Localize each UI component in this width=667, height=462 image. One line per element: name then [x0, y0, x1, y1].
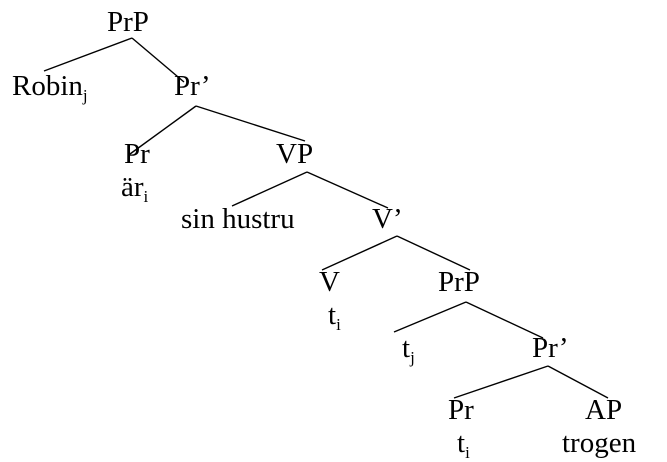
node-ar: äri — [121, 171, 149, 206]
node-ap: AP — [585, 394, 623, 426]
node-trace-v: ti — [328, 299, 341, 334]
node-pr-bar-2: Pr’ — [532, 332, 569, 364]
node-pr-bar-1: Pr’ — [174, 70, 211, 102]
node-trace-subject: tj — [402, 332, 415, 367]
edge-n11-n13 — [465, 301, 544, 339]
edge-n13-n14 — [453, 365, 549, 399]
node-vp: VP — [276, 138, 314, 170]
edge-n11-n12 — [393, 301, 467, 333]
edge-n3-n6 — [195, 105, 306, 142]
edge-n1-n3 — [131, 37, 185, 83]
node-pr-1: Pr — [124, 138, 150, 170]
node-v-bar: V’ — [372, 203, 403, 235]
edge-n13-n16 — [547, 365, 609, 399]
node-trogen: trogen — [562, 427, 637, 459]
node-prp-root: PrP — [107, 6, 149, 38]
edge-n3-n4 — [129, 105, 197, 155]
edge-n1-n2 — [43, 37, 133, 72]
node-sin-hustru: sin hustru — [181, 203, 295, 235]
edge-n8-n9 — [321, 235, 398, 271]
node-trace-pr: ti — [457, 427, 470, 462]
node-prp-inner: PrP — [438, 266, 480, 298]
node-pr-2: Pr — [448, 394, 474, 426]
edge-n6-n8 — [306, 171, 389, 209]
edge-n6-n7 — [231, 171, 308, 207]
node-v: V — [319, 266, 340, 298]
edge-n8-n11 — [396, 235, 471, 271]
node-robin: Robinj — [12, 70, 88, 105]
